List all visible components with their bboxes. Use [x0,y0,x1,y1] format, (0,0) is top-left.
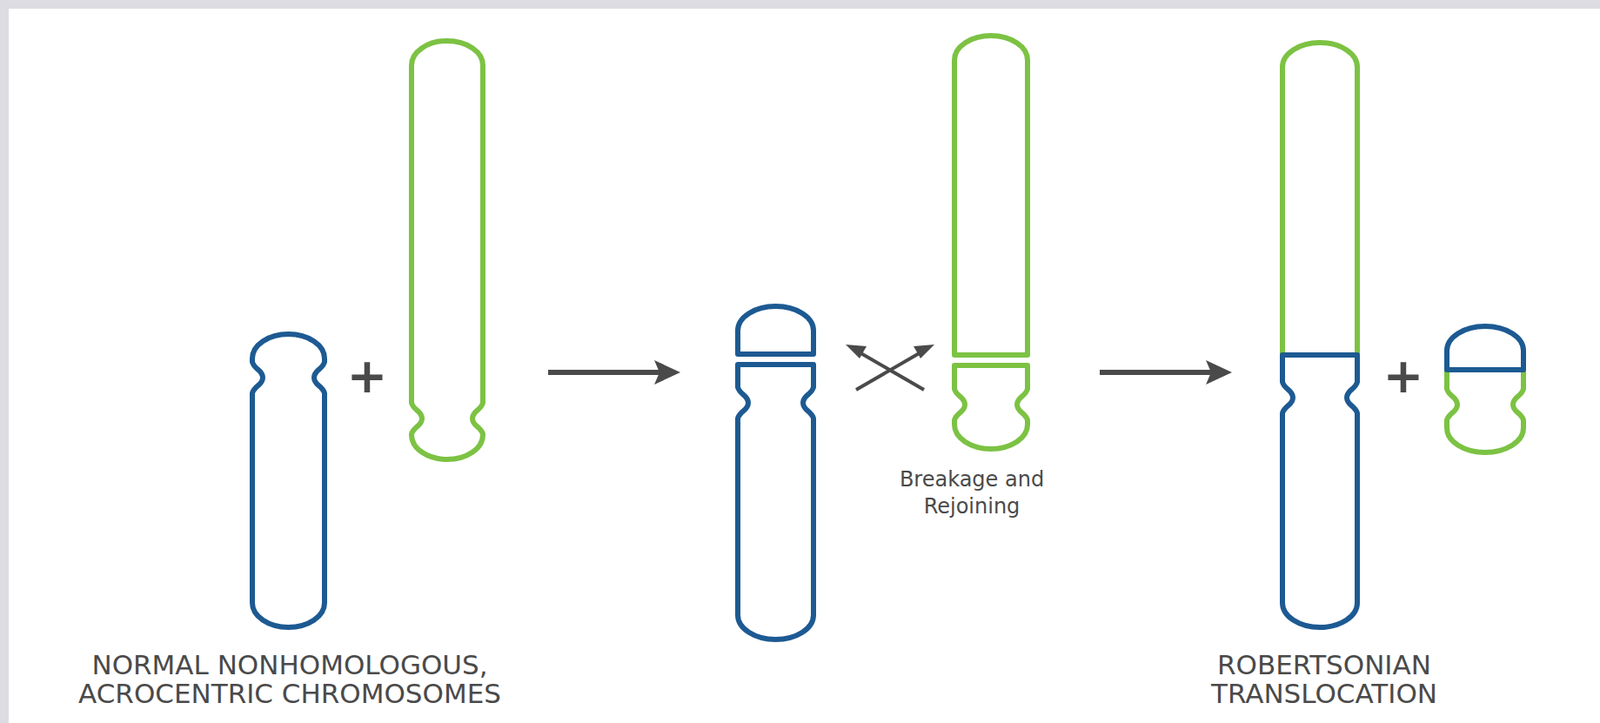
chromosome-outline [737,364,814,640]
arrow-head [913,344,935,359]
process-label: Breakage and Rejoining [876,466,1068,521]
chromosome-outline [252,334,325,628]
plus-sign: + [332,351,402,401]
arrow-head [654,360,681,385]
caption-label: ROBERTSONIAN TRANSLOCATION [1167,650,1481,708]
arrow-head [1205,360,1232,385]
chromosome-outline [737,306,814,355]
arrow-group [548,344,1232,390]
chromosome-outline [1446,326,1524,370]
chromosome-outline [1282,42,1358,355]
chromosome-outline [954,365,1028,449]
process-arrow [1099,369,1215,375]
process-arrow [548,369,663,375]
chromosome-outline [1446,369,1524,453]
plus-sign: + [1368,351,1439,401]
arrow-head [845,344,867,359]
chromosome-outline [954,35,1028,355]
chromosome-outline [1282,354,1358,628]
exchange-arrow [856,351,923,390]
caption-label: NORMAL NONHOMOLOGOUS, ACROCENTRIC CHROMO… [28,650,551,708]
chromosome-outline [411,40,483,460]
chromosome-group [252,35,1524,640]
